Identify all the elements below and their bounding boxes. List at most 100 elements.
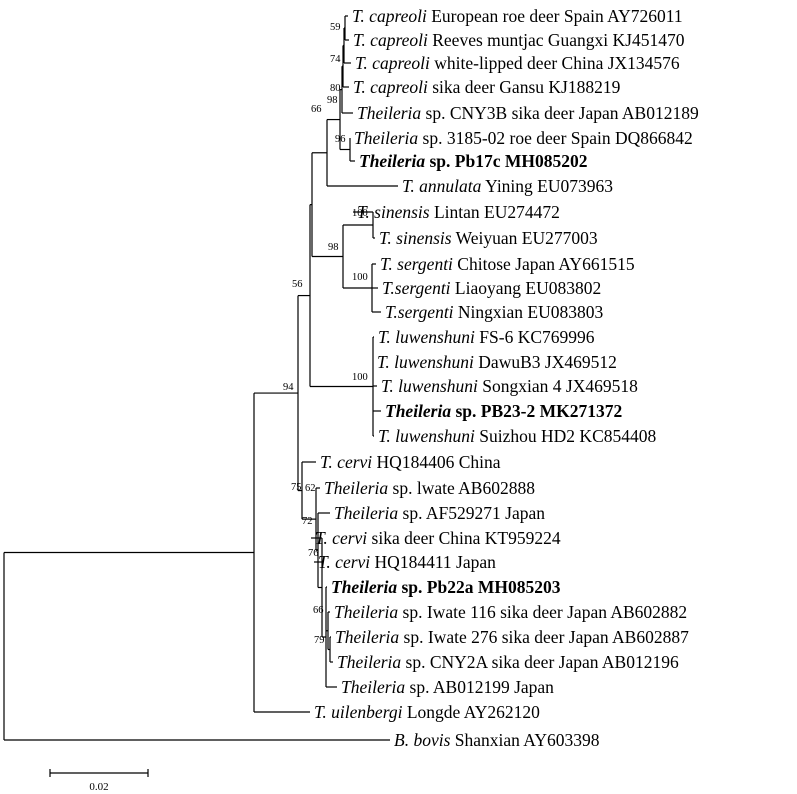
taxon-species-name: T. cervi [315,528,367,548]
taxon-details: Suizhou HD2 KC854408 [475,426,657,446]
taxon-details: sp. Iwate 116 sika deer Japan AB602882 [398,602,687,622]
taxon-details: sp. Pb17c MH085202 [425,151,587,171]
taxon-details: sika deer China KT959224 [367,528,561,548]
taxon-label: T. capreoli Reeves muntjac Guangxi KJ451… [353,30,685,50]
taxon-species-name: T. capreoli [355,53,430,73]
taxon-label: T. sinensis Lintan EU274472 [357,202,560,222]
bootstrap-value: 100 [352,208,368,219]
taxon-label: T. cervi HQ184411 Japan [318,552,496,572]
bootstrap-value: 56 [292,279,303,290]
taxon-details: Lintan EU274472 [430,202,560,222]
taxon-label: T. annulata Yining EU073963 [402,176,613,196]
bootstrap-value: 100 [352,372,368,383]
taxon-label: T. sinensis Weiyuan EU277003 [379,228,598,248]
taxon-species-name: T. uilenbergi [314,702,403,722]
bootstrap-value: 98 [327,95,338,106]
taxon-species-name: T.sergenti [382,278,451,298]
taxon-label: Theileria sp. AF529271 Japan [334,503,545,523]
taxon-label: Theileria sp. PB23-2 MK271372 [385,401,622,421]
taxon-label: T. luwenshuni Songxian 4 JX469518 [381,376,638,396]
taxon-species-name: Theileria [357,103,421,123]
taxon-details: Reeves muntjac Guangxi KJ451470 [428,30,685,50]
taxon-label: B. bovis Shanxian AY603398 [394,730,600,750]
bootstrap-value: 76 [308,548,319,559]
scale-bar-label: 0.02 [89,781,108,793]
taxon-details: Chitose Japan AY661515 [453,254,635,274]
taxon-details: sp. AF529271 Japan [398,503,545,523]
bootstrap-value: 66 [313,605,324,616]
taxon-details: Weiyuan EU277003 [452,228,598,248]
taxon-details: sp. 3185-02 roe deer Spain DQ866842 [418,128,693,148]
taxon-details: FS-6 KC769996 [475,327,595,347]
taxon-species-name: T. capreoli [353,77,428,97]
taxon-label: T. luwenshuni Suizhou HD2 KC854408 [378,426,656,446]
taxon-details: sp. CNY3B sika deer Japan AB012189 [421,103,699,123]
taxon-label: T.sergenti Ningxian EU083803 [385,302,604,322]
taxon-species-name: T. sinensis [379,228,452,248]
taxon-species-name: T. cervi [318,552,370,572]
bootstrap-value: 100 [352,272,368,283]
taxon-details: sp. Pb22a MH085203 [397,577,561,597]
taxon-species-name: T. luwenshuni [378,327,475,347]
taxon-details: HQ184411 Japan [370,552,496,572]
bootstrap-value: 62 [305,483,316,494]
taxon-label: Theileria sp. CNY3B sika deer Japan AB01… [357,103,699,123]
taxon-details: Shanxian AY603398 [450,730,599,750]
taxon-species-name: T. cervi [320,452,372,472]
taxon-details: white-lipped deer China JX134576 [430,53,680,73]
taxon-label: Theileria sp. 3185-02 roe deer Spain DQ8… [354,128,693,148]
taxon-label: Theileria sp. Iwate 116 sika deer Japan … [334,602,687,622]
taxon-label: T. luwenshuni DawuB3 JX469512 [377,352,617,372]
taxon-species-name: T.sergenti [385,302,454,322]
taxon-details: DawuB3 JX469512 [474,352,617,372]
bootstrap-value: 59 [330,22,341,33]
taxon-species-name: T. sergenti [380,254,453,274]
taxon-label: Theileria sp. Pb17c MH085202 [359,151,587,171]
taxon-label: T. cervi HQ184406 China [320,452,501,472]
taxon-species-name: T. annulata [402,176,482,196]
bootstrap-value: 79 [314,635,325,646]
taxon-species-name: T. luwenshuni [381,376,478,396]
taxon-species-name: T. sinensis [357,202,430,222]
taxon-species-name: Theileria [334,503,398,523]
taxon-label: T. capreoli sika deer Gansu KJ188219 [353,77,621,97]
taxon-label: T. uilenbergi Longde AY262120 [314,702,540,722]
taxon-species-name: T. capreoli [352,6,427,26]
taxon-species-name: Theileria [341,677,405,697]
taxon-label: T. sergenti Chitose Japan AY661515 [380,254,635,274]
taxon-details: HQ184406 China [372,452,501,472]
taxon-species-name: Theileria [359,151,425,171]
taxon-species-name: T. luwenshuni [377,352,474,372]
taxon-details: Yining EU073963 [481,176,613,196]
bootstrap-value: 80 [330,83,341,94]
taxon-label: Theileria sp. lwate AB602888 [324,478,535,498]
taxon-details: sika deer Gansu KJ188219 [428,77,621,97]
taxon-details: sp. CNY2A sika deer Japan AB012196 [401,652,679,672]
bootstrap-value: 75 [291,482,302,493]
taxon-species-name: Theileria [385,401,451,421]
taxon-species-name: Theileria [354,128,418,148]
taxon-species-name: Theileria [324,478,388,498]
taxon-details: Songxian 4 JX469518 [478,376,638,396]
taxon-details: European roe deer Spain AY726011 [427,6,683,26]
bootstrap-value: 98 [328,242,339,253]
taxon-details: sp. lwate AB602888 [388,478,535,498]
bootstrap-value: 74 [330,54,341,65]
taxon-details: sp. AB012199 Japan [405,677,554,697]
taxon-label: Theileria sp. AB012199 Japan [341,677,554,697]
taxon-species-name: T. luwenshuni [378,426,475,446]
taxon-species-name: Theileria [334,602,398,622]
taxon-details: Liaoyang EU083802 [451,278,602,298]
taxon-details: Longde AY262120 [402,702,540,722]
taxon-details: sp. PB23-2 MK271372 [451,401,622,421]
taxon-label: T. luwenshuni FS-6 KC769996 [378,327,595,347]
bootstrap-value: 66 [311,104,322,115]
taxon-species-name: Theileria [331,577,397,597]
taxon-species-name: B. bovis [394,730,451,750]
taxon-label: Theileria sp. Pb22a MH085203 [331,577,561,597]
bootstrap-value: 72 [302,516,313,527]
taxon-details: Ningxian EU083803 [454,302,604,322]
taxon-details: sp. Iwate 276 sika deer Japan AB602887 [399,627,689,647]
taxon-label: T. capreoli white-lipped deer China JX13… [355,53,680,73]
